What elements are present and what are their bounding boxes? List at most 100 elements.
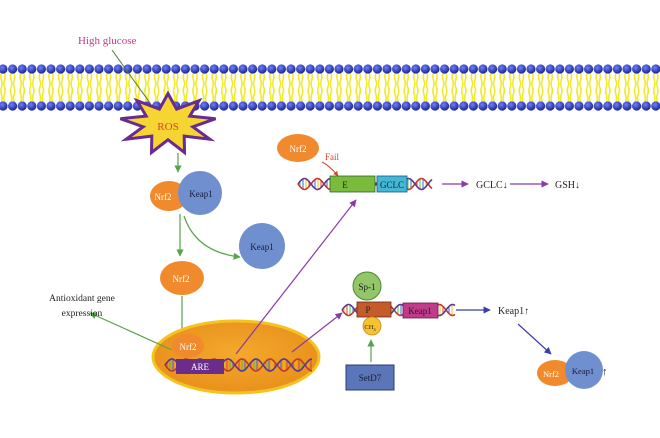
nucleus xyxy=(151,319,321,395)
lipid-head xyxy=(17,101,27,111)
lipid-head xyxy=(75,64,85,74)
gsh-down-label: GSH↓ xyxy=(555,180,580,191)
lipid-head xyxy=(555,101,565,111)
lipid-head xyxy=(449,64,459,74)
lipid-head xyxy=(46,64,56,74)
lipid-head xyxy=(123,101,133,111)
lipid-head xyxy=(334,101,344,111)
gclc-box xyxy=(376,175,408,193)
lipid-head xyxy=(382,101,392,111)
lipid-head xyxy=(574,101,584,111)
nrf2-complex-label: Nrf2 xyxy=(155,192,172,202)
lipid-head xyxy=(497,64,507,74)
lipid-head xyxy=(622,101,632,111)
lipid-head xyxy=(459,64,469,74)
lipid-head xyxy=(248,101,258,111)
lipid-head xyxy=(392,101,402,111)
lipid-head xyxy=(123,64,133,74)
lipid-head xyxy=(344,64,354,74)
lipid-head xyxy=(420,64,430,74)
fail-pointer xyxy=(321,161,339,177)
nrf2-node-nucleus xyxy=(172,334,204,358)
lipid-head xyxy=(641,101,651,111)
lipid-head xyxy=(296,64,306,74)
lipid-head xyxy=(478,64,488,74)
lipid-head xyxy=(641,64,651,74)
lipid-head xyxy=(27,64,37,74)
antioxidant-label-line2: expression xyxy=(62,309,103,319)
lipid-head xyxy=(8,64,18,74)
lipid-head xyxy=(257,101,267,111)
lipid-head xyxy=(632,64,642,74)
lipid-head xyxy=(219,64,229,74)
lipid-head xyxy=(516,101,527,111)
lipid-head xyxy=(536,101,546,111)
lipid-head xyxy=(286,64,296,74)
ros-burst: ROS xyxy=(119,90,217,156)
high-glucose-pointer xyxy=(111,49,151,104)
nrf2-final-label: Nrf2 xyxy=(543,369,559,379)
gclc-box-label: GCLC xyxy=(380,180,404,190)
lipid-head xyxy=(0,101,8,111)
nrf2-keap1-complex-final: Nrf2 Keap1 ↑ xyxy=(537,351,608,389)
lipid-head xyxy=(17,64,27,74)
lipid-head xyxy=(286,101,296,111)
lipid-head xyxy=(632,101,642,111)
lipid-head xyxy=(564,64,575,74)
keap1-final-up-arrow: ↑ xyxy=(602,366,608,378)
sp1-label: Sp-1 xyxy=(358,282,375,292)
lipid-head xyxy=(612,64,623,74)
arrow-keap1-up-to-complex xyxy=(517,323,552,355)
lipid-head xyxy=(353,64,363,74)
lipid-head xyxy=(497,101,507,111)
keap1-final-label: Keap1 xyxy=(572,366,594,376)
e-box xyxy=(329,175,376,193)
lipid-head xyxy=(593,64,603,74)
keap1-gene-label: Keap1 xyxy=(408,306,432,316)
lipid-head xyxy=(257,64,267,74)
lipid-head xyxy=(113,64,123,74)
lipid-head xyxy=(488,101,498,111)
lipid-head xyxy=(401,101,411,111)
lipid-head xyxy=(516,64,527,74)
lipid-head xyxy=(324,64,334,74)
p-box-label: P xyxy=(365,305,370,315)
lipid-head xyxy=(334,64,344,74)
lipid-head xyxy=(363,64,373,74)
lipid-head xyxy=(276,101,286,111)
lipid-head xyxy=(449,101,459,111)
lipid-head xyxy=(430,64,440,74)
nrf2-node-free xyxy=(160,261,204,295)
setd7-box xyxy=(345,364,395,391)
sp1-node xyxy=(352,271,382,301)
lipid-head xyxy=(363,101,373,111)
lipid-head xyxy=(584,64,594,74)
lipid-head xyxy=(440,101,450,111)
antioxidant-label-line1: Antioxidant gene xyxy=(49,294,115,304)
keap1-up-label: Keap1↑ xyxy=(498,306,529,317)
lipid-head xyxy=(209,101,219,111)
lipid-head xyxy=(372,101,382,111)
ros-label: ROS xyxy=(157,121,178,133)
nrf2-fail-label: Nrf2 xyxy=(290,144,307,154)
lipid-head xyxy=(478,101,488,111)
lipid-head xyxy=(36,101,47,111)
lipid-head xyxy=(84,64,94,74)
arrow-complex-to-keap1 xyxy=(183,215,241,260)
lipid-head xyxy=(94,64,104,74)
keap1-free-label: Keap1 xyxy=(250,242,274,252)
arrow-to-antioxidant xyxy=(89,312,173,351)
are-box xyxy=(176,359,224,374)
lipid-head xyxy=(0,64,8,74)
keap1-gene-box xyxy=(402,302,439,319)
lipid-head xyxy=(36,64,47,74)
lipid-head xyxy=(75,101,85,111)
lipid-head xyxy=(315,64,325,74)
lipid-head xyxy=(382,64,392,74)
lipid-head xyxy=(267,64,277,74)
lipid-head xyxy=(574,64,584,74)
ch3-label: CH3 xyxy=(364,324,376,332)
keap1-complex-label: Keap1 xyxy=(189,189,213,199)
lipid-head xyxy=(507,101,517,111)
